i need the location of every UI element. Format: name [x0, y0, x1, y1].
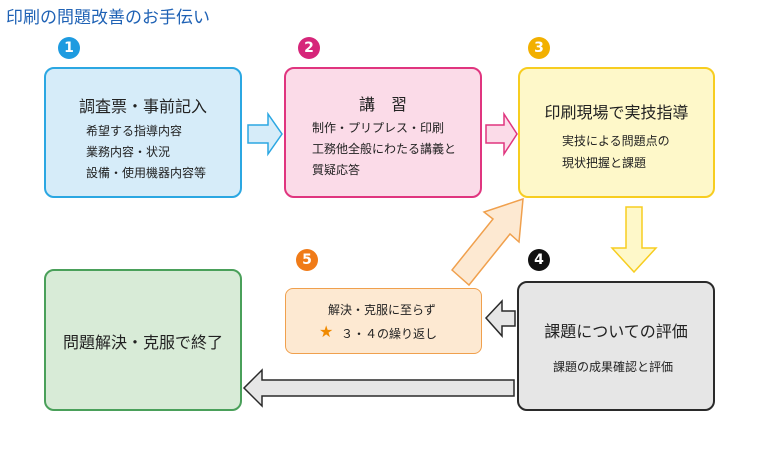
step2-line: 質疑応答 [312, 163, 361, 177]
step5-box: 解決・克服に至らず ★ ３・４の繰り返し [285, 288, 482, 354]
arrow-step4-to-final [242, 368, 515, 408]
star-icon: ★ [319, 322, 334, 341]
arrow-step5-to-step3 [450, 197, 524, 287]
step4-heading: 課題についての評価 [544, 322, 688, 341]
step3-badge: 3 [528, 37, 550, 59]
step5-badge: 5 [296, 249, 318, 271]
step4-badge: 4 [528, 249, 550, 271]
step4-line: 課題の成果確認と評価 [553, 360, 674, 374]
step3-box: 印刷現場で実技指導 実技による問題点の 現状把握と課題 [518, 67, 715, 198]
arrow-step3-to-step4 [610, 206, 658, 274]
step5-line: ３・４の繰り返し [341, 327, 438, 341]
step1-line: 業務内容・状況 [86, 145, 171, 159]
arrow-step2-to-step3 [485, 111, 518, 157]
step1-box: 調査票・事前記入 希望する指導内容 業務内容・状況 設備・使用機器内容等 [44, 67, 242, 198]
step2-box: 講 習 制作・プリプレス・印刷 工務他全般にわたる講義と 質疑応答 [284, 67, 482, 198]
step2-line: 工務他全般にわたる講義と [312, 142, 457, 156]
arrow-step4-to-step5 [484, 299, 516, 338]
final-box: 問題解決・克服で終了 [44, 269, 242, 411]
step2-badge: 2 [298, 37, 320, 59]
step1-heading: 調査票・事前記入 [78, 97, 207, 116]
step4-box: 課題についての評価 課題の成果確認と評価 [517, 281, 715, 411]
step3-line: 実技による問題点の [562, 134, 670, 148]
step2-heading: 講 習 [358, 95, 407, 114]
step1-line: 設備・使用機器内容等 [86, 166, 207, 180]
page-title: 印刷の問題改善のお手伝い [6, 8, 210, 28]
final-heading: 問題解決・克服で終了 [62, 333, 223, 352]
step1-line: 希望する指導内容 [86, 124, 183, 138]
step3-line: 現状把握と課題 [562, 156, 647, 170]
arrow-step1-to-step2 [247, 111, 283, 157]
step3-heading: 印刷現場で実技指導 [544, 103, 689, 122]
step1-badge: 1 [58, 37, 80, 59]
step5-line: 解決・克服に至らず [328, 303, 436, 317]
step2-line: 制作・プリプレス・印刷 [312, 121, 445, 135]
